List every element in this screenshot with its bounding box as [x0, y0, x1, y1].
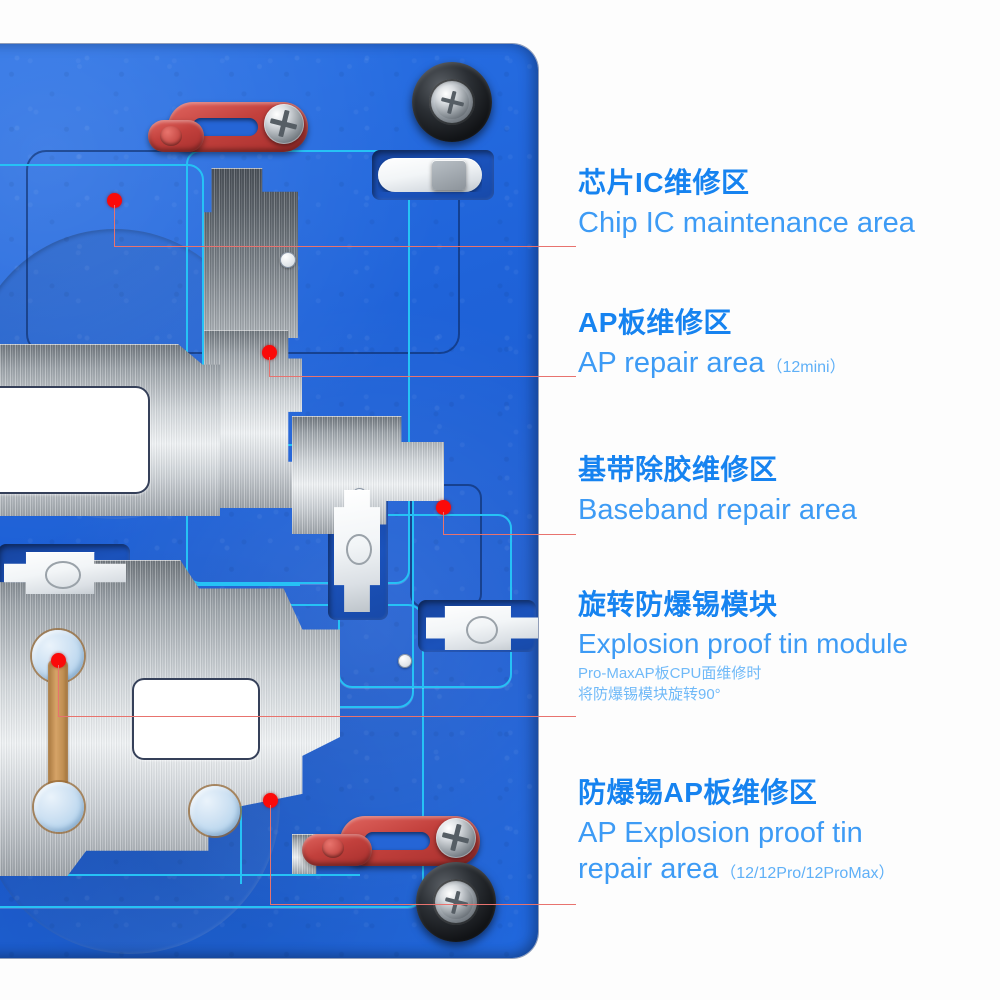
grommet-bottom-screw-head[interactable]	[439, 885, 473, 919]
callout-tin-module-title-en: Explosion proof tin module	[578, 627, 908, 659]
metal-plate-ic-lower	[204, 330, 302, 508]
post-lower-mid	[190, 786, 240, 836]
marker-tin-module	[51, 653, 66, 668]
callout-ap-repair: AP板维修区 AP repair area （12mini）	[578, 307, 846, 379]
copper-strip	[48, 660, 68, 792]
marker-chip-ic	[107, 193, 122, 208]
clamp-top-screw[interactable]	[264, 104, 304, 144]
clamp-bottom-nub	[322, 838, 344, 858]
clamp-bottom[interactable]	[302, 812, 492, 874]
leader-ap-repair-h	[269, 376, 576, 378]
leader-chip-ic-h	[114, 246, 576, 248]
clamp-top-slot	[192, 118, 258, 136]
callout-ap-repair-suffix: （12mini）	[766, 358, 846, 376]
grommet-top-screw-head[interactable]	[435, 85, 469, 119]
callout-ap-tin-title-en2: repair area	[578, 853, 719, 886]
callout-tin-module-note-2: 将防爆锡模块旋转90°	[578, 686, 721, 704]
hole-right-lower	[398, 654, 412, 668]
leader-tin-module-h	[58, 716, 576, 718]
clamp-top[interactable]	[148, 96, 338, 158]
clamp-bottom-screw[interactable]	[436, 818, 476, 858]
window-main-lower	[132, 678, 260, 760]
callout-ap-tin-title-cn: 防爆锡AP板维修区	[578, 777, 818, 808]
marker-baseband	[436, 500, 451, 515]
callout-baseband: 基带除胶维修区 Baseband repair area	[578, 454, 857, 526]
callout-ap-tin: 防爆锡AP板维修区 AP Explosion proof tin repair …	[578, 777, 895, 886]
callout-tin-module: 旋转防爆锡模块 Explosion proof tin module Pro-M…	[578, 589, 908, 706]
leader-baseband-v	[443, 512, 445, 535]
slide-latch-top[interactable]	[378, 158, 482, 192]
leader-ap-repair-v	[269, 357, 271, 377]
callout-chip-ic-title-en: Chip IC maintenance area	[578, 206, 915, 239]
leader-baseband-h	[443, 534, 576, 536]
leader-ap-tin-h	[270, 904, 576, 906]
marker-ap-repair	[262, 345, 277, 360]
callout-ap-repair-title-cn: AP板维修区	[578, 307, 732, 338]
leader-chip-ic-v	[114, 205, 116, 247]
cyan-trace-bottom	[0, 874, 360, 876]
callout-chip-ic-title-cn: 芯片IC维修区	[578, 167, 750, 198]
callout-tin-module-note-1: Pro-MaxAP板CPU面维修时	[578, 665, 762, 683]
callout-ap-repair-title-en: AP repair area	[578, 346, 765, 379]
post-lower-left	[34, 782, 84, 832]
callout-tin-module-title-cn: 旋转防爆锡模块	[578, 589, 778, 620]
latch-ring-vertical	[345, 533, 373, 565]
callout-baseband-title-en: Baseband repair area	[578, 493, 857, 526]
callout-ap-tin-title-en: AP Explosion proof tin	[578, 816, 863, 849]
slide-latch-top-block[interactable]	[432, 160, 466, 190]
window-left-upper	[0, 386, 150, 494]
cyan-trace-vert	[240, 774, 242, 884]
leader-ap-tin-v	[270, 805, 272, 905]
callout-chip-ic: 芯片IC维修区 Chip IC maintenance area	[578, 167, 915, 239]
leader-tin-module-v	[58, 665, 60, 717]
hole-ic-upper	[280, 252, 296, 268]
latch-ring-mid	[466, 615, 499, 645]
callout-ap-tin-suffix: （12/12Pro/12ProMax）	[720, 865, 895, 883]
grommet-bottom[interactable]	[416, 862, 496, 942]
callout-baseband-title-cn: 基带除胶维修区	[578, 454, 778, 485]
clamp-bottom-slot	[364, 832, 430, 850]
fixture-base-board	[0, 44, 538, 958]
clamp-top-nub	[160, 126, 182, 146]
grommet-top[interactable]	[412, 62, 492, 142]
latch-ring-left	[45, 561, 82, 589]
marker-ap-tin	[263, 793, 278, 808]
